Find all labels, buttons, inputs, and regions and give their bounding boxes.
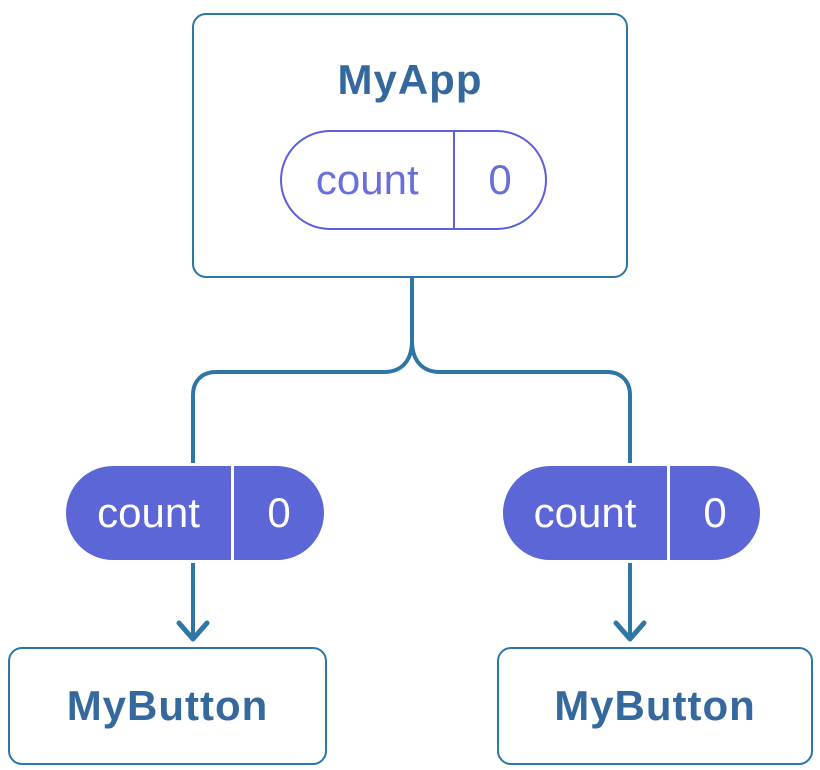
component-card-right: MyButton <box>497 647 813 765</box>
right-component-title: MyButton <box>554 682 756 729</box>
pill-divider <box>231 466 234 560</box>
pill-divider <box>452 132 455 228</box>
root-state-label: count <box>315 156 419 203</box>
props-pill-left-value: 0 <box>267 489 291 536</box>
pill-divider <box>667 466 670 560</box>
connector-right-branch <box>410 276 632 636</box>
props-pill-right-value: 0 <box>703 489 727 536</box>
props-pill-right: count 0 <box>500 463 763 563</box>
props-pill-left-label: count <box>97 489 200 536</box>
left-component-title: MyButton <box>66 682 269 729</box>
props-pill-right-label: count <box>533 489 637 536</box>
connector-left-branch <box>191 276 414 636</box>
root-state-value: 0 <box>488 156 512 203</box>
root-component-title: MyApp <box>337 56 483 103</box>
arrowhead-left-icon <box>176 620 210 642</box>
root-state-pill: count 0 <box>280 130 547 230</box>
component-card-left: MyButton <box>8 647 327 765</box>
arrowhead-right-icon <box>613 620 647 642</box>
component-card-root: MyApp count 0 <box>192 13 628 278</box>
props-pill-left: count 0 <box>63 463 327 563</box>
